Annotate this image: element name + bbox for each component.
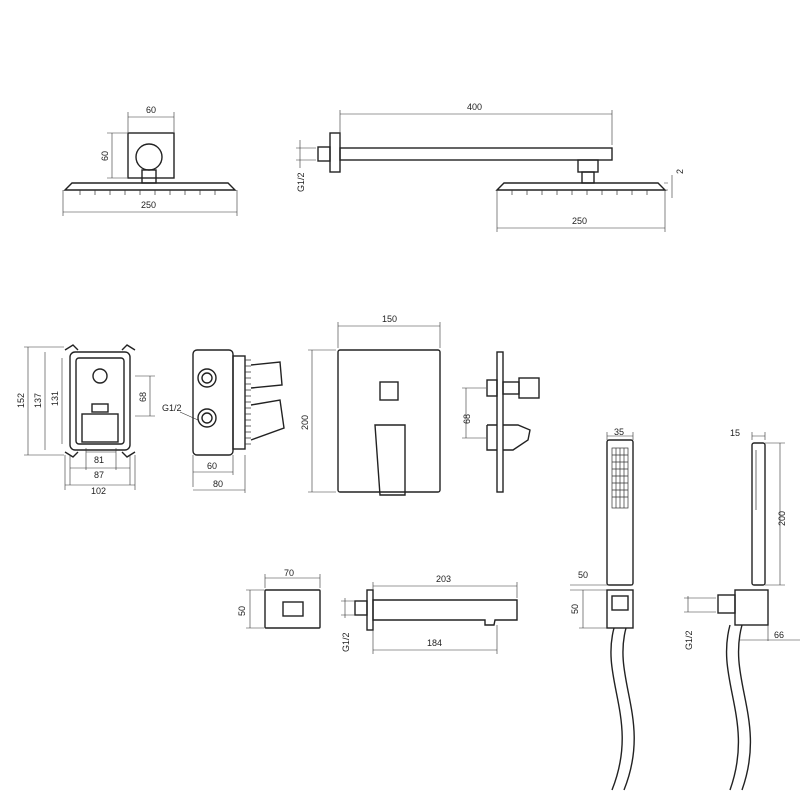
- dim-height-mid: 137: [33, 393, 43, 408]
- dim-depth-inner: 60: [207, 461, 217, 471]
- dim-width-inner: 81: [94, 455, 104, 465]
- dim-thread: G1/2: [684, 630, 694, 650]
- dim-body-length: 184: [427, 638, 442, 648]
- dim-arm-length: 400: [467, 102, 482, 112]
- dim-projection: 68: [462, 414, 472, 424]
- dim-width: 70: [284, 568, 294, 578]
- dim-plate-width: 250: [141, 200, 156, 210]
- dim-length: 200: [777, 511, 787, 526]
- dim-height-outer: 152: [16, 393, 26, 408]
- dim-depth: 66: [774, 630, 784, 640]
- dim-total-length: 203: [436, 574, 451, 584]
- dim-thread: G1/2: [296, 172, 306, 192]
- dim-width: 150: [382, 314, 397, 324]
- dim-plate-thickness: 2: [675, 169, 685, 174]
- concealed-box-side-view: G1/2 60 80: [162, 349, 285, 493]
- bath-spout-side-view: 203 184 G1/2: [341, 574, 518, 654]
- dim-holder-width: 50: [578, 570, 588, 580]
- mixer-side-view: 68: [462, 351, 540, 493]
- shower-arm-side-view: 400 G1/2 2 250: [296, 102, 685, 232]
- dim-depth-outer: 80: [213, 479, 223, 489]
- dim-width: 35: [614, 427, 624, 437]
- dim-height: 50: [237, 606, 247, 616]
- diverter-plate-view: 70 50: [237, 568, 321, 629]
- dim-width: 15: [730, 428, 740, 438]
- overhead-shower-front-view: 60 60 250: [62, 105, 238, 216]
- hand-shower-side-view: 15 200 G1/2 66: [684, 428, 800, 791]
- dim-width-mid: 87: [94, 470, 104, 480]
- dim-holder-height: 50: [570, 604, 580, 614]
- dim-thread: G1/2: [162, 403, 182, 413]
- hand-shower-front-view: 35 50 50: [570, 427, 635, 791]
- dim-width: 60: [146, 105, 156, 115]
- dim-height: 200: [300, 415, 310, 430]
- dim-width-outer: 102: [91, 486, 106, 496]
- dim-plate-width: 250: [572, 216, 587, 226]
- dim-height-inner: 131: [50, 391, 60, 406]
- dim-port-spacing: 68: [138, 392, 148, 402]
- mixer-plate-front-view: 150 200: [300, 314, 441, 496]
- dim-height: 60: [100, 151, 110, 161]
- concealed-box-front-view: 152 137 131 68 81 87 102: [16, 344, 155, 496]
- dim-thread: G1/2: [341, 632, 351, 652]
